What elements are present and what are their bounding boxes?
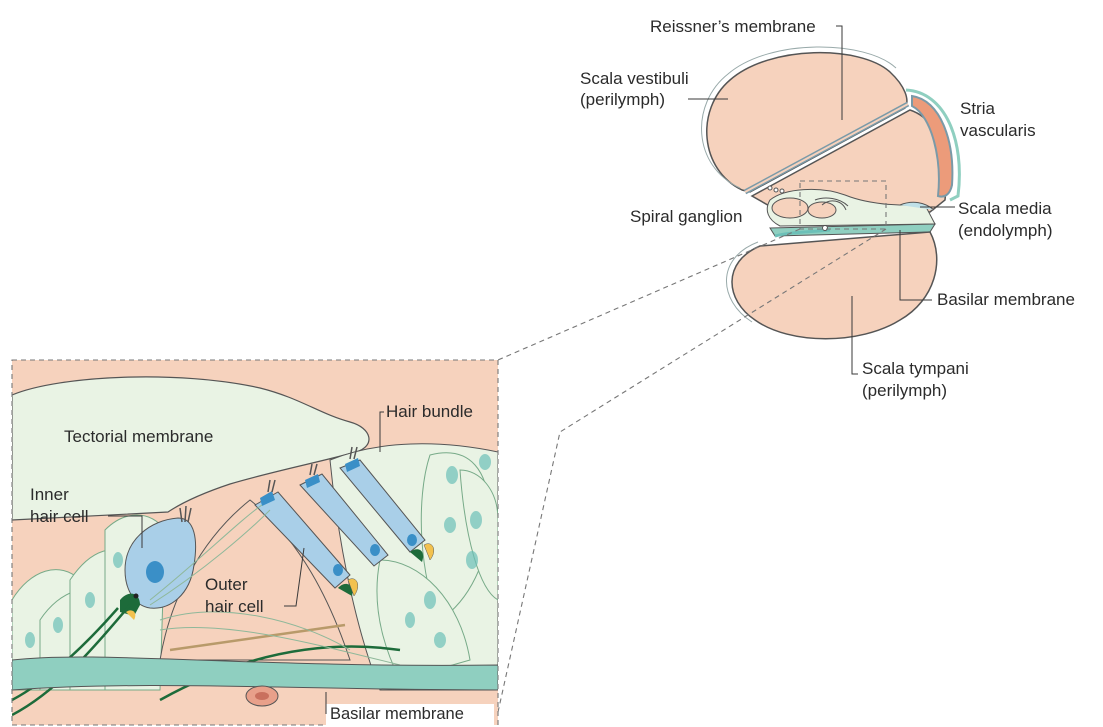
label-scala-media-2: (endolymph) <box>958 221 1053 240</box>
label-stria-1: Stria <box>960 99 996 118</box>
label-inner-hair-cell-1: Inner <box>30 485 69 504</box>
label-scala-vestibuli-1: Scala vestibuli <box>580 69 689 88</box>
scala-tympani <box>732 232 937 339</box>
label-inner-hair-cell-2: hair cell <box>30 507 89 526</box>
cochlear-cross-section <box>702 47 960 339</box>
label-basilar-membrane-inset: Basilar membrane <box>330 705 464 723</box>
label-scala-tympani-1: Scala tympani <box>862 359 969 378</box>
label-outer-hair-cell-2: hair cell <box>205 597 264 616</box>
label-scala-vestibuli-2: (perilymph) <box>580 90 665 109</box>
label-spiral-ganglion: Spiral ganglion <box>630 207 742 226</box>
label-basilar-membrane-top: Basilar membrane <box>937 290 1075 309</box>
label-stria-2: vascularis <box>960 121 1036 140</box>
label-hair-bundle: Hair bundle <box>386 402 473 421</box>
label-tectorial-membrane: Tectorial membrane <box>64 427 213 446</box>
label-reissners-membrane: Reissner’s membrane <box>650 17 816 36</box>
label-outer-hair-cell-1: Outer <box>205 575 248 594</box>
label-scala-tympani-2: (perilymph) <box>862 381 947 400</box>
label-scala-media-1: Scala media <box>958 199 1052 218</box>
